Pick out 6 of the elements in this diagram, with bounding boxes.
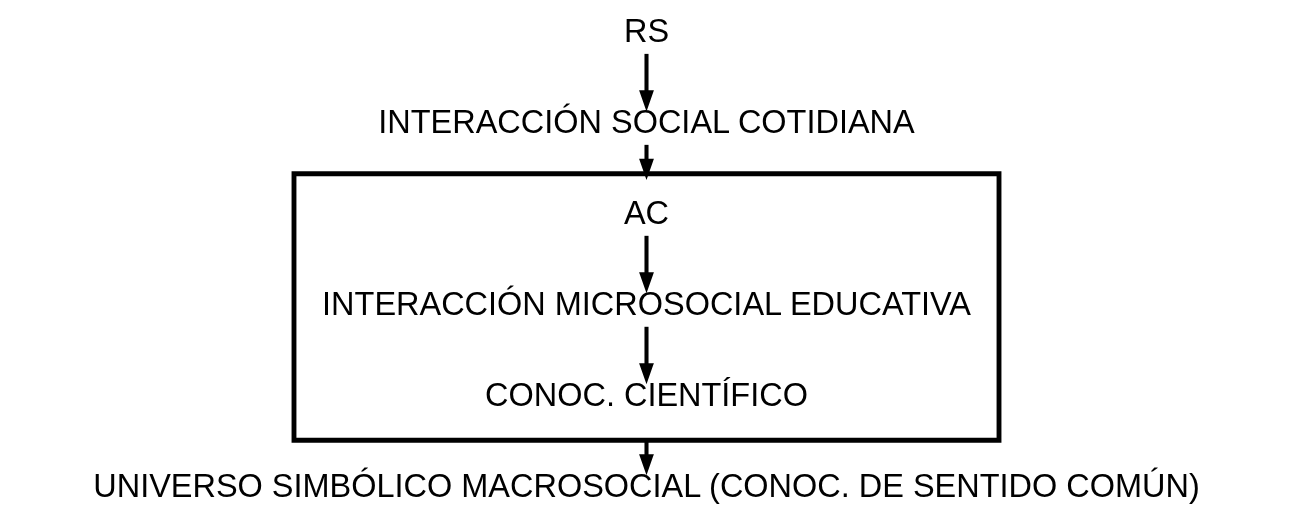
node-text: AC [623, 195, 670, 232]
node-text: RS [623, 13, 670, 50]
node-text: CONOC. CIENTÍFICO [485, 377, 808, 414]
node-text: UNIVERSO SIMBÓLICO MACROSOCIAL (CONOC. DE SENTIDO COMÚN) [93, 468, 1200, 505]
node-text: INTERACCIÓN SOCIAL COTIDIANA [378, 104, 915, 141]
node-text: INTERACCIÓN MICROSOCIAL EDUCATIVA [322, 286, 971, 323]
